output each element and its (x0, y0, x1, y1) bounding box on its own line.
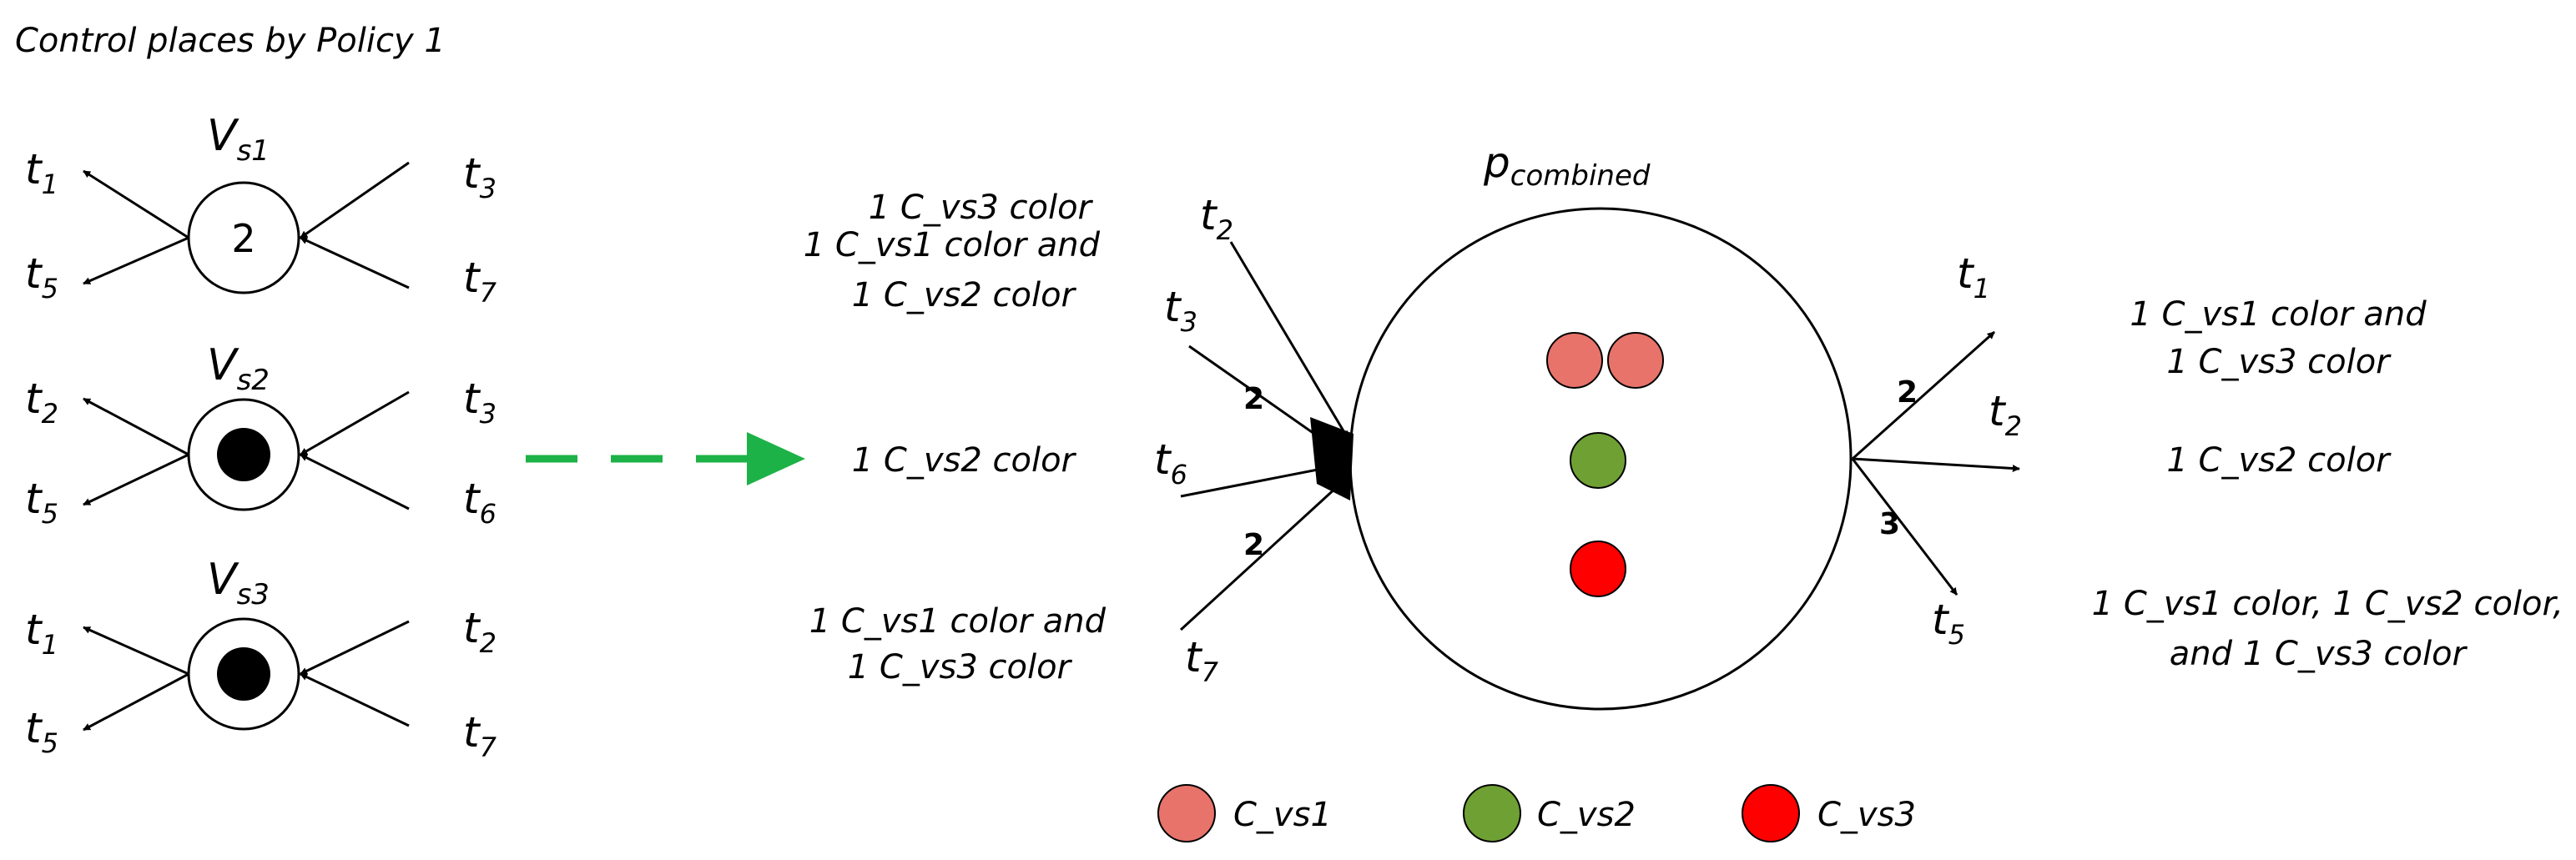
token-vs3 (217, 647, 270, 701)
transition-label: t5 (25, 704, 58, 759)
arc-combined-to-t5 (1851, 458, 1958, 596)
arc-weight-t1: 2 (1897, 375, 1918, 410)
input-label-line: 1 C_vs2 color (852, 276, 1077, 314)
arc-t7-to-combined (1179, 475, 1349, 631)
transformation-arrow (526, 432, 805, 485)
legend-swatch-c-vs2 (1463, 784, 1521, 842)
arc-vs2-to-t-top (83, 397, 189, 456)
arc-combined-to-t2 (1852, 457, 2020, 473)
arc-vs1-to-t-bottom (83, 236, 189, 285)
transition-label: t3 (463, 149, 497, 204)
transition-label-t2-out: t2 (1989, 387, 2022, 442)
input-label-line: 1 C_vs3 color (848, 648, 1073, 686)
transition-label: t7 (463, 254, 497, 309)
control-place-vs3: Vs3 t1 t5 t2 t7 (25, 555, 497, 763)
legend-label-c-vs1: C_vs1 (1233, 796, 1332, 834)
green-arrow-head (747, 432, 805, 485)
arc-t-bottom-to-vs2 (300, 453, 410, 510)
output-arcs (1851, 330, 2020, 596)
arc-t2-to-combined (1229, 241, 1349, 439)
token-c-vs2 (1570, 432, 1626, 489)
combined-place: pcombined (1348, 138, 1853, 711)
input-label-line: 1 C_vs1 color and (809, 602, 1107, 641)
output-label-line: 1 C_vs2 color (2166, 441, 2392, 480)
arc-vs2-to-t-bottom (83, 453, 189, 506)
transition-label: t2 (463, 604, 497, 659)
combined-place-name: pcombined (1483, 138, 1651, 193)
place-name-vs2: Vs2 (207, 340, 270, 397)
control-place-vs2: Vs2 t2 t5 t3 t6 (25, 340, 497, 530)
output-label-line: 1 C_vs1 color and (2130, 295, 2427, 334)
transition-label: t2 (25, 375, 58, 430)
transition-label-t5-out: t5 (1932, 596, 1965, 651)
transition-label: t3 (463, 375, 497, 430)
legend: C_vs1 C_vs2 C_vs3 (1157, 784, 1916, 842)
diagram-heading: Control places by Policy 1 (15, 22, 446, 60)
transition-label: t6 (463, 475, 497, 530)
input-label-line: 1 C_vs2 color (852, 441, 1077, 480)
token-c-vs1 (1546, 332, 1603, 389)
token-count-vs1: 2 (231, 216, 255, 261)
output-label-line: 1 C_vs1 color, 1 C_vs2 color, (2092, 585, 2563, 623)
arc-t-top-to-vs3 (300, 620, 410, 676)
arc-weight-t5: 3 (1879, 507, 1900, 541)
arrow-cluster (1310, 417, 1354, 500)
legend-swatch-c-vs1 (1157, 784, 1216, 842)
arc-t-top-to-vs2 (300, 390, 410, 456)
output-label-line: 1 C_vs3 color (2166, 343, 2392, 381)
arc-vs1-to-t-top (83, 169, 189, 239)
control-place-vs1: Vs1 2 t1 t5 t3 t7 (25, 111, 497, 309)
arc-combined-to-t1 (1852, 330, 1995, 460)
transition-label-t3-in: t3 (1164, 283, 1197, 338)
input-label-line: 1 C_vs1 color and (804, 226, 1101, 264)
transition-label: t5 (25, 249, 58, 304)
arc-weight-t7: 2 (1243, 528, 1264, 562)
transition-label: t1 (25, 145, 58, 200)
token-c-vs3 (1570, 541, 1626, 597)
place-name-vs1: Vs1 (207, 111, 270, 168)
output-color-labels: 1 C_vs1 color and 1 C_vs3 color 1 C_vs2 … (2092, 295, 2563, 673)
transition-label-t2-in: t2 (1200, 191, 1233, 246)
transition-label: t1 (25, 606, 58, 661)
output-label-line: and 1 C_vs3 color (2170, 635, 2468, 673)
input-color-labels: 1 C_vs3 color 1 C_vs1 color and 1 C_vs2 … (804, 189, 1107, 686)
arc-vs3-to-t-bottom (83, 672, 189, 732)
transition-label: t5 (25, 475, 58, 530)
place-name-vs3: Vs3 (207, 555, 270, 611)
arc-t-bottom-to-vs1 (300, 236, 410, 289)
transition-label-t1-out: t1 (1957, 249, 1990, 304)
input-label-line: 1 C_vs3 color (869, 189, 1094, 227)
arc-weight-t3: 2 (1243, 382, 1264, 416)
transition-label-t7-in: t7 (1185, 633, 1219, 688)
legend-label-c-vs3: C_vs3 (1817, 796, 1916, 834)
transition-label: t7 (463, 708, 497, 763)
input-arcs (1179, 241, 1354, 631)
legend-label-c-vs2: C_vs2 (1537, 796, 1636, 834)
arc-t-top-to-vs1 (300, 161, 410, 239)
legend-swatch-c-vs3 (1742, 784, 1800, 842)
arc-t-bottom-to-vs3 (300, 672, 410, 727)
token-vs2 (217, 428, 270, 481)
token-c-vs1 (1607, 332, 1664, 389)
arc-vs3-to-t-top (83, 626, 189, 676)
transition-label-t6-in: t6 (1154, 435, 1187, 490)
